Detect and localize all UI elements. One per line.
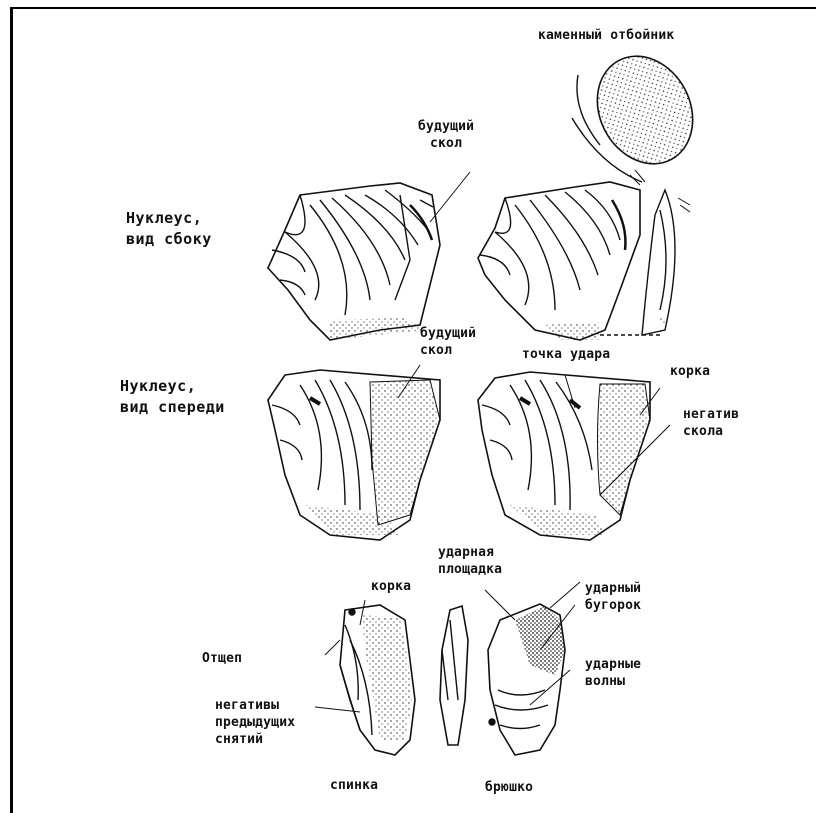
label-line: вид спереди [120, 397, 225, 418]
label-line: скол [418, 135, 474, 152]
label-line: волны [585, 673, 641, 690]
label-line: Нуклеус, [120, 376, 225, 397]
label-line: ударные [585, 656, 641, 673]
label-line: будущий [420, 325, 476, 342]
flake-dorsal-view [340, 605, 415, 755]
label-line: скола [683, 423, 739, 440]
label-ripples: ударные волны [585, 656, 641, 690]
label-line: Нуклеус, [126, 208, 212, 229]
label-hammerstone: каменный отбойник [538, 27, 674, 44]
label-cortex-1: корка [670, 363, 710, 380]
nucleus-front-right [478, 372, 650, 540]
label-line: вид сбоку [126, 229, 212, 250]
label-line: бугорок [585, 597, 641, 614]
label-bulb: ударный бугорок [585, 580, 641, 614]
flake-ventral-view [488, 604, 565, 755]
label-nucleus-front: Нуклеус, вид спереди [120, 376, 225, 418]
label-flake: Отщеп [202, 650, 242, 667]
nucleus-front-left [268, 370, 440, 540]
label-line: негатив [683, 406, 739, 423]
label-future-flake-2: будущий скол [420, 325, 476, 359]
label-line: будущий [418, 118, 474, 135]
label-flake-negative: негатив скола [683, 406, 739, 440]
label-cortex-2: корка [371, 578, 411, 595]
hammerstone-drawing [572, 39, 711, 182]
label-line: скол [420, 342, 476, 359]
nucleus-side-left [268, 183, 440, 340]
label-line: снятий [215, 731, 295, 748]
label-ventral: брюшко [485, 779, 533, 796]
label-impact-point: точка удара [522, 346, 610, 363]
label-line: площадка [438, 561, 502, 578]
label-future-flake-1: будущий скол [418, 118, 474, 152]
label-line: ударная [438, 544, 502, 561]
flake-profile-view [440, 606, 468, 745]
label-line: негативы [215, 697, 295, 714]
nucleus-side-right [478, 170, 690, 340]
label-dorsal: спинка [330, 777, 378, 794]
label-striking-platform: ударная площадка [438, 544, 502, 578]
label-line: ударный [585, 580, 641, 597]
label-nucleus-side: Нуклеус, вид сбоку [126, 208, 212, 250]
label-line: предыдущих [215, 714, 295, 731]
label-prior-negatives: негативы предыдущих снятий [215, 697, 295, 748]
